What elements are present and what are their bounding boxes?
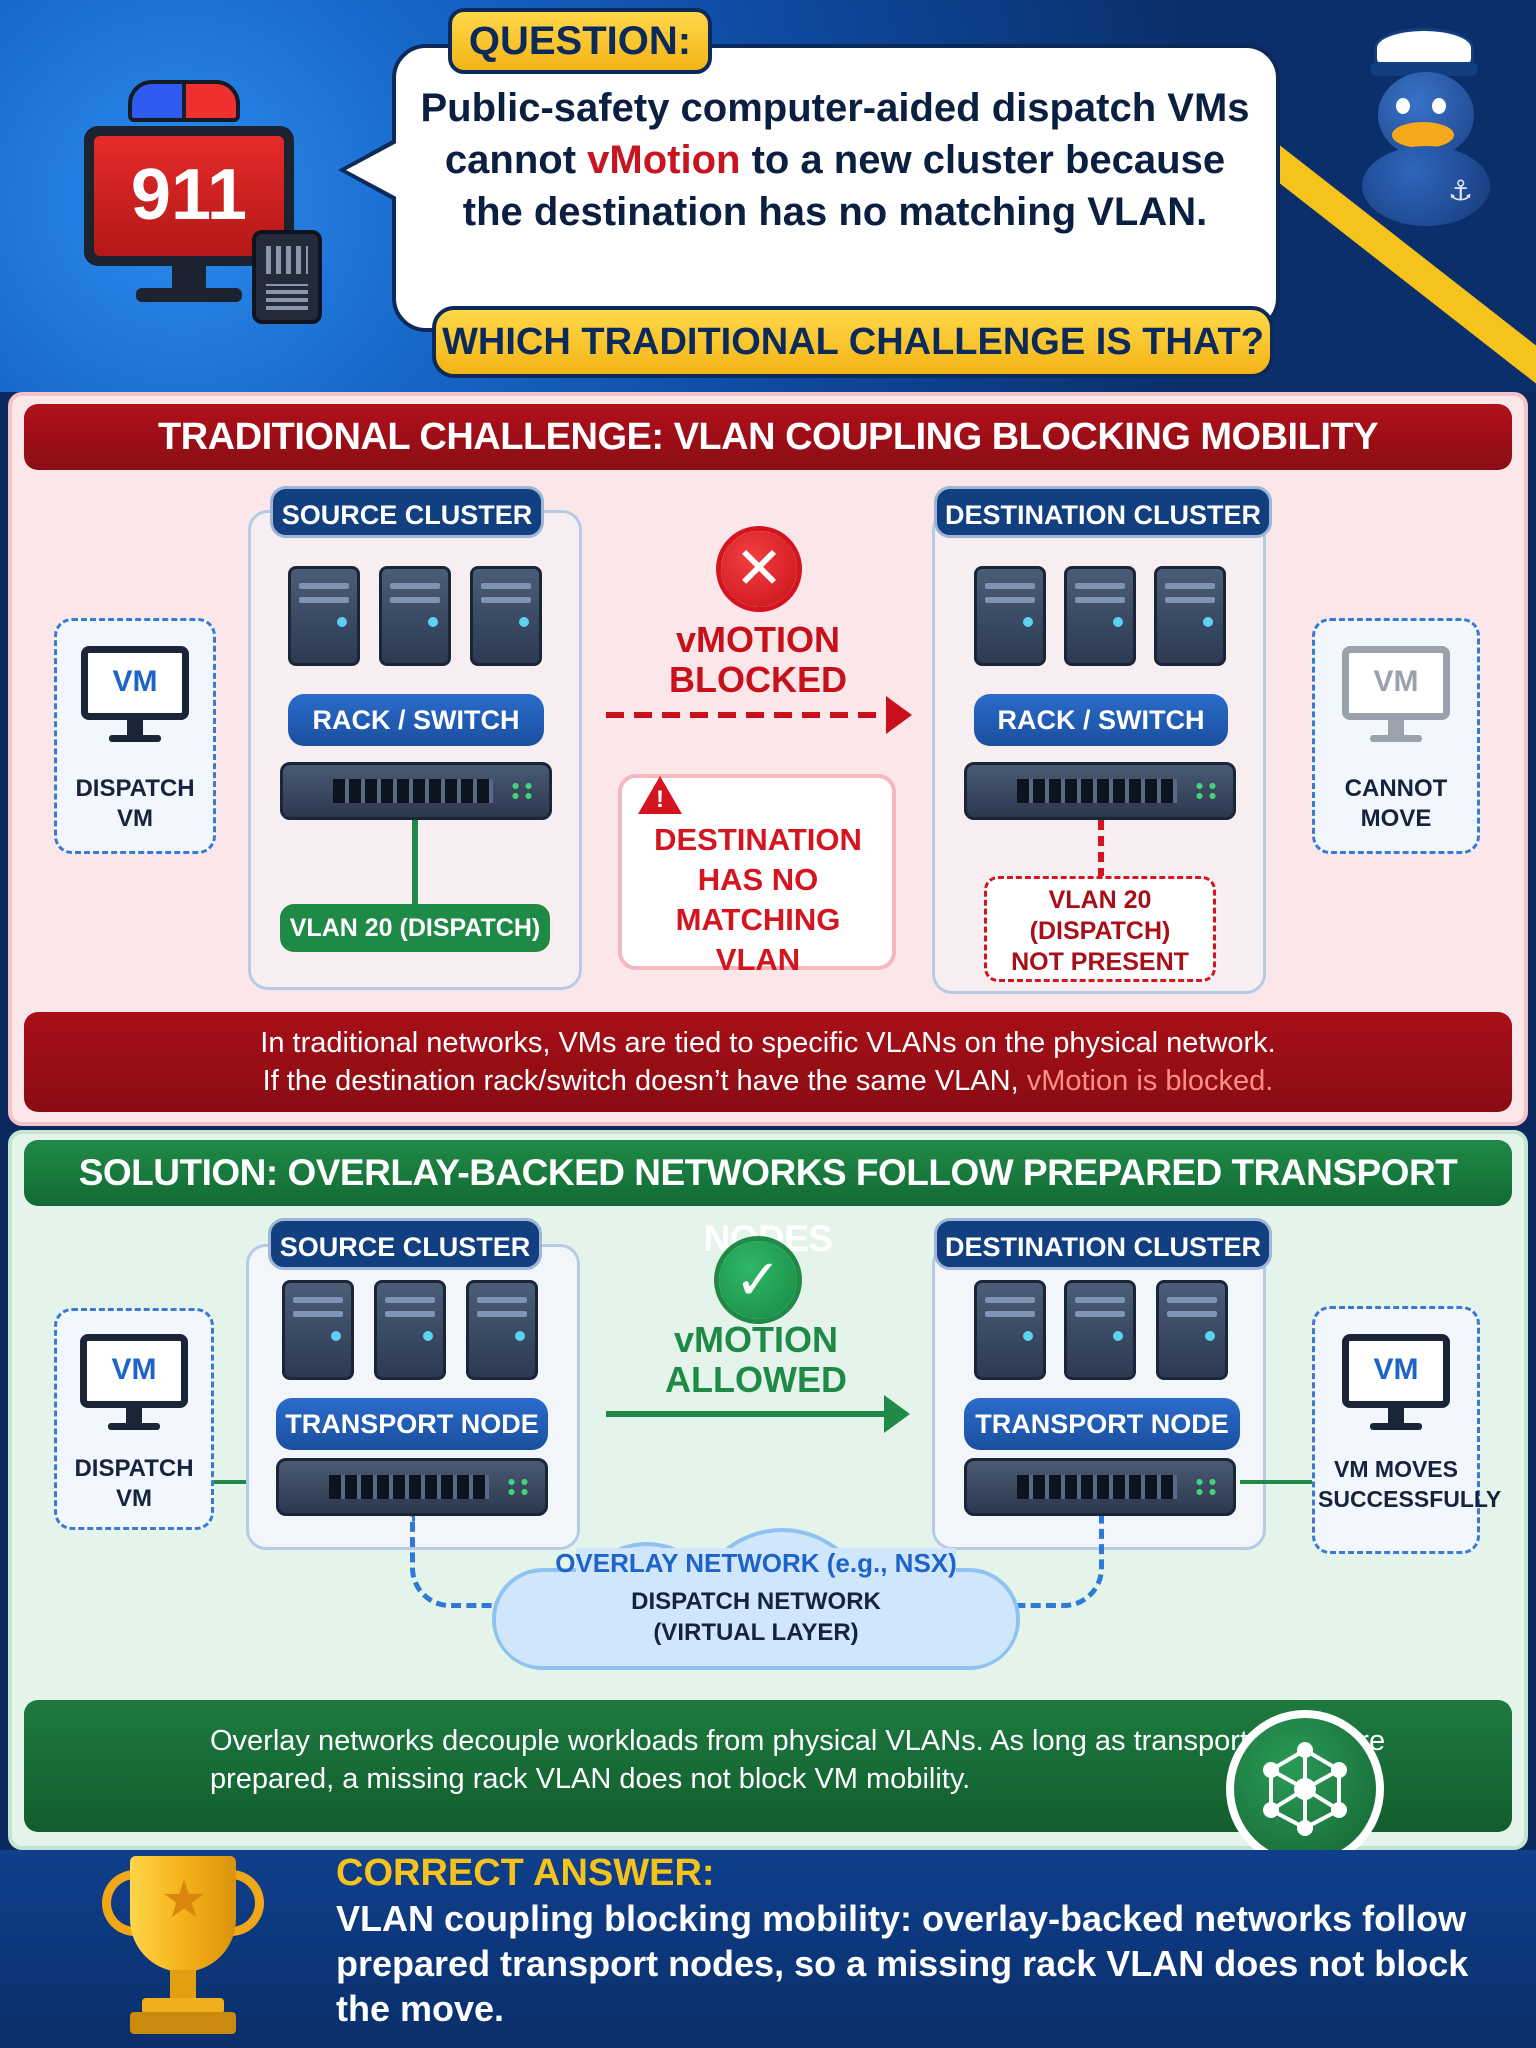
- missing-vlan-link: [1098, 820, 1104, 878]
- anchor-icon: ⚓: [1448, 175, 1474, 206]
- monitor-base: [108, 1423, 160, 1430]
- challenge-title: TRADITIONAL CHALLENGE: VLAN COUPLING BLO…: [24, 404, 1512, 470]
- rack-switch-label: RACK / SWITCH: [974, 694, 1228, 746]
- blocked-x-icon: ✕: [716, 526, 802, 612]
- monitor-stand: [126, 1408, 142, 1424]
- challenge-note-line1: In traditional networks, VMs are tied to…: [260, 1027, 1276, 1059]
- vm-monitor-icon: VM: [80, 1334, 188, 1408]
- monitor-stand: [1388, 1408, 1404, 1424]
- vmotion-allowed-text: vMOTION ALLOWED: [665, 1319, 847, 1400]
- trophy-icon: ★: [96, 1856, 276, 2040]
- server-icon: [374, 1280, 446, 1380]
- question-bubble: [392, 44, 1280, 332]
- answer-text: VLAN coupling blocking mobility: overlay…: [336, 1898, 1469, 2029]
- server-icon: [974, 1280, 1046, 1380]
- vlan-source-pill: VLAN 20 (DISPATCH): [280, 904, 550, 952]
- switch-icon: [964, 762, 1236, 820]
- vlan-link-line: [412, 820, 418, 906]
- arrow-head: [884, 1395, 910, 1433]
- question-label: QUESTION:: [448, 8, 712, 74]
- radio-icon: [252, 230, 322, 324]
- question-text-part2: to a new cluster because the destination…: [462, 138, 1226, 234]
- challenge-note-highlight: vMotion is blocked.: [1026, 1065, 1274, 1097]
- rack-switch-label: RACK / SWITCH: [288, 694, 544, 746]
- cannot-move-label: CANNOT MOVE: [1344, 775, 1448, 832]
- network-icon: [1226, 1710, 1384, 1868]
- solution-title: SOLUTION: OVERLAY-BACKED NETWORKS FOLLOW…: [24, 1140, 1512, 1259]
- server-icon: [974, 566, 1046, 666]
- monitor-base: [1370, 735, 1422, 742]
- question-text: Public-safety computer-aided dispatch VM…: [420, 82, 1250, 238]
- switch-icon: [964, 1458, 1236, 1516]
- vmotion-blocked-text: vMOTION BLOCKED: [669, 619, 847, 700]
- monitor-stand: [127, 720, 143, 736]
- question-text-highlight: vMotion: [587, 138, 741, 182]
- warning-icon: [638, 776, 682, 814]
- vlan-dest-missing: VLAN 20 (DISPATCH) NOT PRESENT: [984, 876, 1216, 982]
- overlay-cloud: [492, 1528, 1020, 1670]
- question-text-part1: Public-safety computer-aided dispatch VM…: [420, 86, 1250, 182]
- server-icon: [1064, 1280, 1136, 1380]
- arrow-head: [886, 696, 912, 734]
- question-banner: WHICH TRADITIONAL CHALLENGE IS THAT?: [432, 306, 1274, 378]
- monitor-base: [1370, 1423, 1422, 1430]
- challenge-note-line2-text: If the destination rack/switch doesn’t h…: [262, 1065, 1027, 1097]
- allowed-check-icon: ✓: [714, 1236, 802, 1324]
- server-icon: [282, 1280, 354, 1380]
- overlay-subtitle: DISPATCH NETWORK (VIRTUAL LAYER): [631, 1588, 881, 1646]
- server-icon: [466, 1280, 538, 1380]
- transport-node-label: TRANSPORT NODE: [276, 1398, 548, 1450]
- server-icon: [1156, 1280, 1228, 1380]
- server-icon: [288, 566, 360, 666]
- vm-moves-label: VM MOVES SUCCESSFULLY: [1318, 1456, 1502, 1512]
- source-vm-label: DISPATCH VM: [74, 1455, 194, 1512]
- vm-link-line: [1240, 1480, 1312, 1484]
- source-cluster-label: SOURCE CLUSTER: [268, 1218, 542, 1270]
- dispatch-911-icon: 911: [84, 80, 324, 330]
- server-icon: [1154, 566, 1226, 666]
- vm-monitor-icon: VM: [1342, 1334, 1450, 1408]
- warning-text: DESTINATION HAS NO MATCHING VLAN: [654, 822, 862, 977]
- destination-cluster-label: DESTINATION CLUSTER: [934, 486, 1272, 538]
- monitor-base: [109, 735, 161, 742]
- server-icon: [470, 566, 542, 666]
- vm-monitor-icon: VM: [81, 646, 189, 720]
- switch-icon: [280, 762, 552, 820]
- overlay-title: OVERLAY NETWORK (e.g., NSX): [555, 1548, 957, 1578]
- vm-monitor-icon-grey: VM: [1342, 646, 1450, 720]
- blocked-dashed-arrow: [606, 712, 896, 718]
- destination-cluster-label: DESTINATION CLUSTER: [934, 1218, 1272, 1270]
- monitor-stand: [1388, 720, 1404, 736]
- overlay-dashed-link-right: [1008, 1516, 1104, 1608]
- server-icon: [1064, 566, 1136, 666]
- challenge-note-line2: If the destination rack/switch doesn’t h…: [24, 1062, 1512, 1100]
- bubble-tail-fill: [346, 140, 402, 200]
- answer-title: CORRECT ANSWER:: [336, 1852, 715, 1894]
- challenge-note: In traditional networks, VMs are tied to…: [24, 1012, 1512, 1112]
- overlay-dashed-link-left: [410, 1516, 506, 1608]
- transport-node-label: TRANSPORT NODE: [964, 1398, 1240, 1450]
- warning-mark: !: [656, 786, 664, 813]
- switch-icon: [276, 1458, 548, 1516]
- source-vm-label: DISPATCH VM: [75, 775, 195, 832]
- source-cluster-label: SOURCE CLUSTER: [270, 486, 544, 538]
- allowed-arrow: [606, 1411, 892, 1417]
- server-icon: [379, 566, 451, 666]
- sailor-duck-mascot: ⚓: [1356, 28, 1496, 228]
- star-icon: ★: [160, 1871, 208, 1929]
